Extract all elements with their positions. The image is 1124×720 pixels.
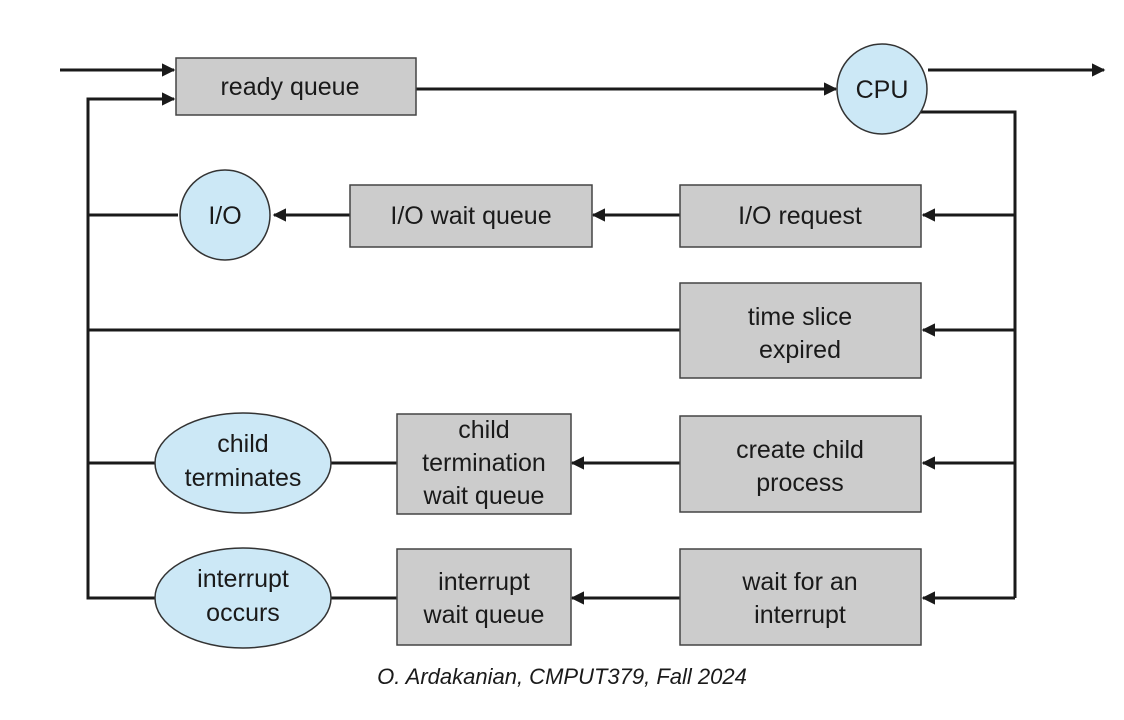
interrupt-wait-queue-line-1: interrupt <box>438 568 530 596</box>
arrow-left-bus-to-ready-queue <box>86 92 176 600</box>
child-wait-queue-line-2: termination <box>422 449 546 477</box>
io-node: I/O <box>179 169 271 261</box>
io-label: I/O <box>208 202 241 230</box>
interrupt-occurs-line-1: interrupt <box>197 565 289 593</box>
interrupt-occurs-line-2: occurs <box>206 599 280 627</box>
io-wait-queue-label: I/O wait queue <box>390 202 551 230</box>
create-child-process-line-1: create child <box>736 436 864 464</box>
interrupt-wait-queue-box: interrupt wait queue <box>396 548 572 646</box>
time-slice-expired-line-2: expired <box>759 336 841 364</box>
interrupt-occurs-node: interrupt occurs <box>154 547 332 649</box>
cpu-to-right-bus <box>915 110 1017 598</box>
wait-for-interrupt-line-1: wait for an <box>741 568 857 596</box>
cpu-label: CPU <box>856 76 909 104</box>
cpu-node: CPU <box>836 43 928 135</box>
create-child-process-box: create child process <box>679 415 922 513</box>
connections <box>60 63 1106 605</box>
child-wait-queue-line-3: wait queue <box>423 482 545 510</box>
child-termination-wait-queue-box: child termination wait queue <box>396 413 572 515</box>
wait-for-interrupt-line-2: interrupt <box>754 601 846 629</box>
slide-caption: O. Ardakanian, CMPUT379, Fall 2024 <box>377 664 747 689</box>
time-slice-expired-box: time slice expired <box>679 282 922 379</box>
io-request-label: I/O request <box>738 202 862 230</box>
ready-queue-box: ready queue <box>175 57 417 116</box>
io-wait-queue-box: I/O wait queue <box>349 184 593 248</box>
child-terminates-node: child terminates <box>154 412 332 514</box>
child-terminates-line-1: child <box>217 430 268 458</box>
io-request-box: I/O request <box>679 184 922 248</box>
ready-queue-label: ready queue <box>220 73 359 101</box>
child-terminates-line-2: terminates <box>185 464 302 492</box>
create-child-process-line-2: process <box>756 469 844 497</box>
interrupt-wait-queue-line-2: wait queue <box>423 601 545 629</box>
wait-for-interrupt-box: wait for an interrupt <box>679 548 922 646</box>
time-slice-expired-line-1: time slice <box>748 303 852 331</box>
child-wait-queue-line-1: child <box>458 416 509 444</box>
